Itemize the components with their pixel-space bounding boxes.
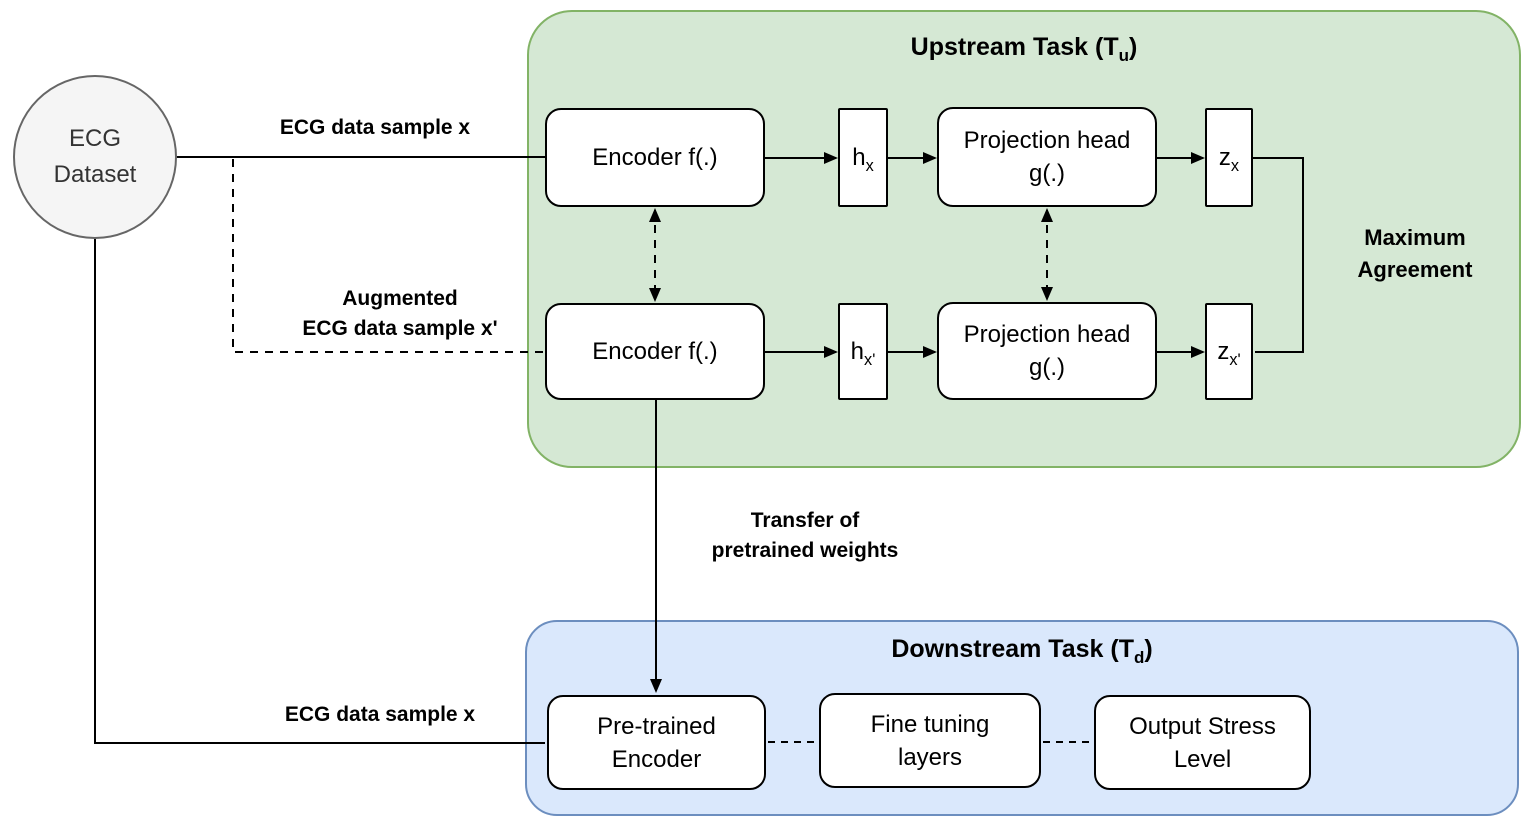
h-x-label: hx (852, 144, 874, 175)
projection-head-bottom-label-line1: Projection head (963, 321, 1131, 348)
downstream-title-text: Downstream Task (T (891, 635, 1134, 663)
pretrained-encoder-node: Pre-trained Encoder (547, 695, 766, 790)
pretrained-encoder-label-line1: Pre-trained (597, 712, 716, 740)
z-x-node: zx (1205, 108, 1253, 207)
ecg-dataset-label-line1: ECG (68, 125, 121, 152)
downstream-task-title: Downstream Task (Td) (525, 635, 1519, 667)
downstream-title-close: ) (1144, 635, 1153, 663)
augmented-ecg-data-sample-label: Augmented ECG data sample x' (260, 284, 540, 344)
projection-head-top-label-line1: Projection head (963, 127, 1131, 154)
z-x-label: zx (1218, 144, 1240, 175)
output-stress-level-node: Output Stress Level (1094, 695, 1311, 790)
fine-tuning-layers-label-line2: layers (897, 743, 963, 771)
transfer-pretrained-weights-label: Transfer of pretrained weights (680, 506, 930, 566)
z-x-prime-label: zx' (1217, 338, 1241, 369)
output-stress-level-label-line1: Output Stress (1129, 712, 1276, 740)
encoder-top-node: Encoder f(.) (545, 108, 765, 207)
upstream-task-title: Upstream Task (Tu) (527, 33, 1521, 65)
pretrained-encoder-label-line2: Encoder (611, 745, 702, 773)
encoder-top-label: Encoder f(.) (592, 144, 718, 171)
encoder-bottom-label: Encoder f(.) (592, 338, 718, 365)
augmented-label-line1: Augmented (342, 287, 458, 310)
output-stress-level-label-line2: Level (1173, 745, 1232, 773)
transfer-label-line1: Transfer of (750, 509, 860, 532)
projection-head-top-node: Projection head g(.) (937, 107, 1157, 207)
edge-augmented-sample (232, 159, 543, 353)
encoder-bottom-node: Encoder f(.) (545, 303, 765, 400)
h-x-prime-label: hx' (850, 338, 876, 369)
fine-tuning-layers-node: Fine tuning layers (819, 693, 1041, 788)
ecg-data-sample-x-top-label: ECG data sample x (279, 116, 471, 139)
projection-head-top-label-line2: g(.) (1029, 160, 1065, 187)
upstream-title-subscript: u (1118, 46, 1129, 65)
ecg-dataset-node: ECG Dataset (13, 75, 177, 239)
z-x-prime-node: zx' (1205, 303, 1253, 400)
downstream-title-subscript: d (1133, 648, 1145, 667)
maximum-agreement-label: Maximum Agreement (1325, 222, 1505, 286)
edge-agreement-bracket (1253, 157, 1304, 353)
fine-tuning-layers-label-line1: Fine tuning (870, 710, 990, 738)
maximum-agreement-line1: Maximum (1364, 225, 1466, 250)
upstream-title-text: Upstream Task (T (910, 33, 1119, 61)
ecg-data-sample-x-bottom-label: ECG data sample x (284, 703, 476, 726)
h-x-prime-node: hx' (838, 303, 888, 400)
maximum-agreement-line2: Agreement (1357, 257, 1473, 282)
projection-head-bottom-label-line2: g(.) (1029, 354, 1065, 381)
transfer-label-line2: pretrained weights (711, 539, 899, 562)
upstream-title-close: ) (1129, 33, 1138, 61)
h-x-node: hx (838, 108, 888, 207)
edge-dataset-to-pretrained (94, 239, 545, 744)
augmented-label-line2: ECG data sample x' (302, 317, 498, 340)
projection-head-bottom-node: Projection head g(.) (937, 302, 1157, 400)
ecg-dataset-label-line2: Dataset (53, 161, 137, 188)
